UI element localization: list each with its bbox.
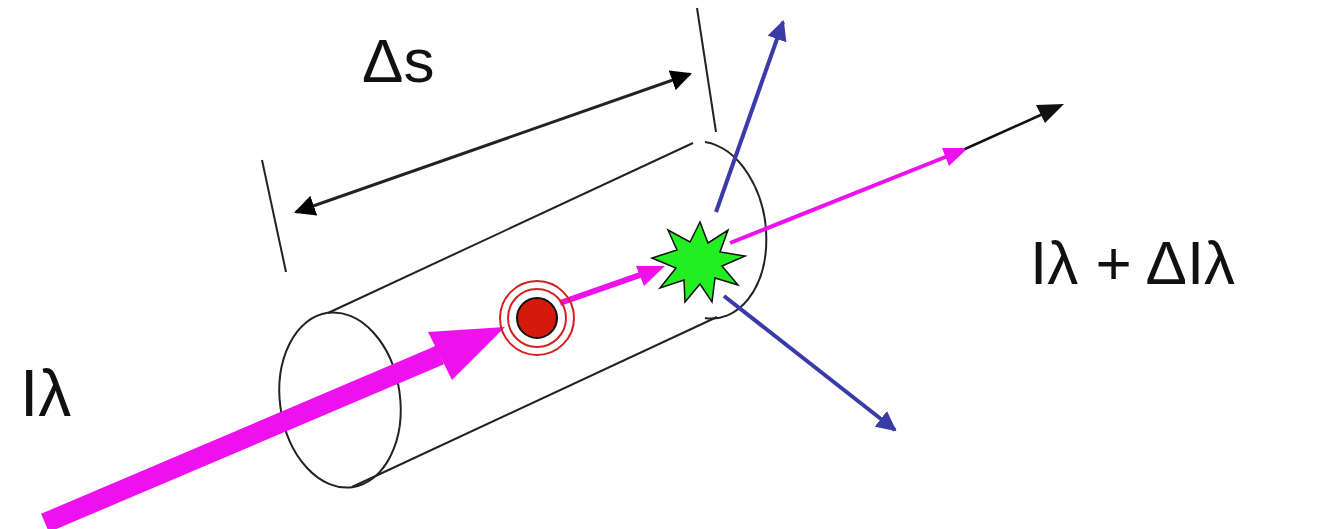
dimension-label: Δs — [362, 30, 434, 92]
scattering-particle — [652, 222, 745, 302]
absorbing-particle — [500, 281, 574, 355]
dimension-lines — [262, 8, 716, 272]
scattered-rays — [716, 22, 895, 430]
intensity-label: Iλ — [20, 360, 71, 426]
light-beam — [45, 104, 1064, 523]
intensity-label: Iλ + ΔIλ — [1030, 232, 1235, 294]
